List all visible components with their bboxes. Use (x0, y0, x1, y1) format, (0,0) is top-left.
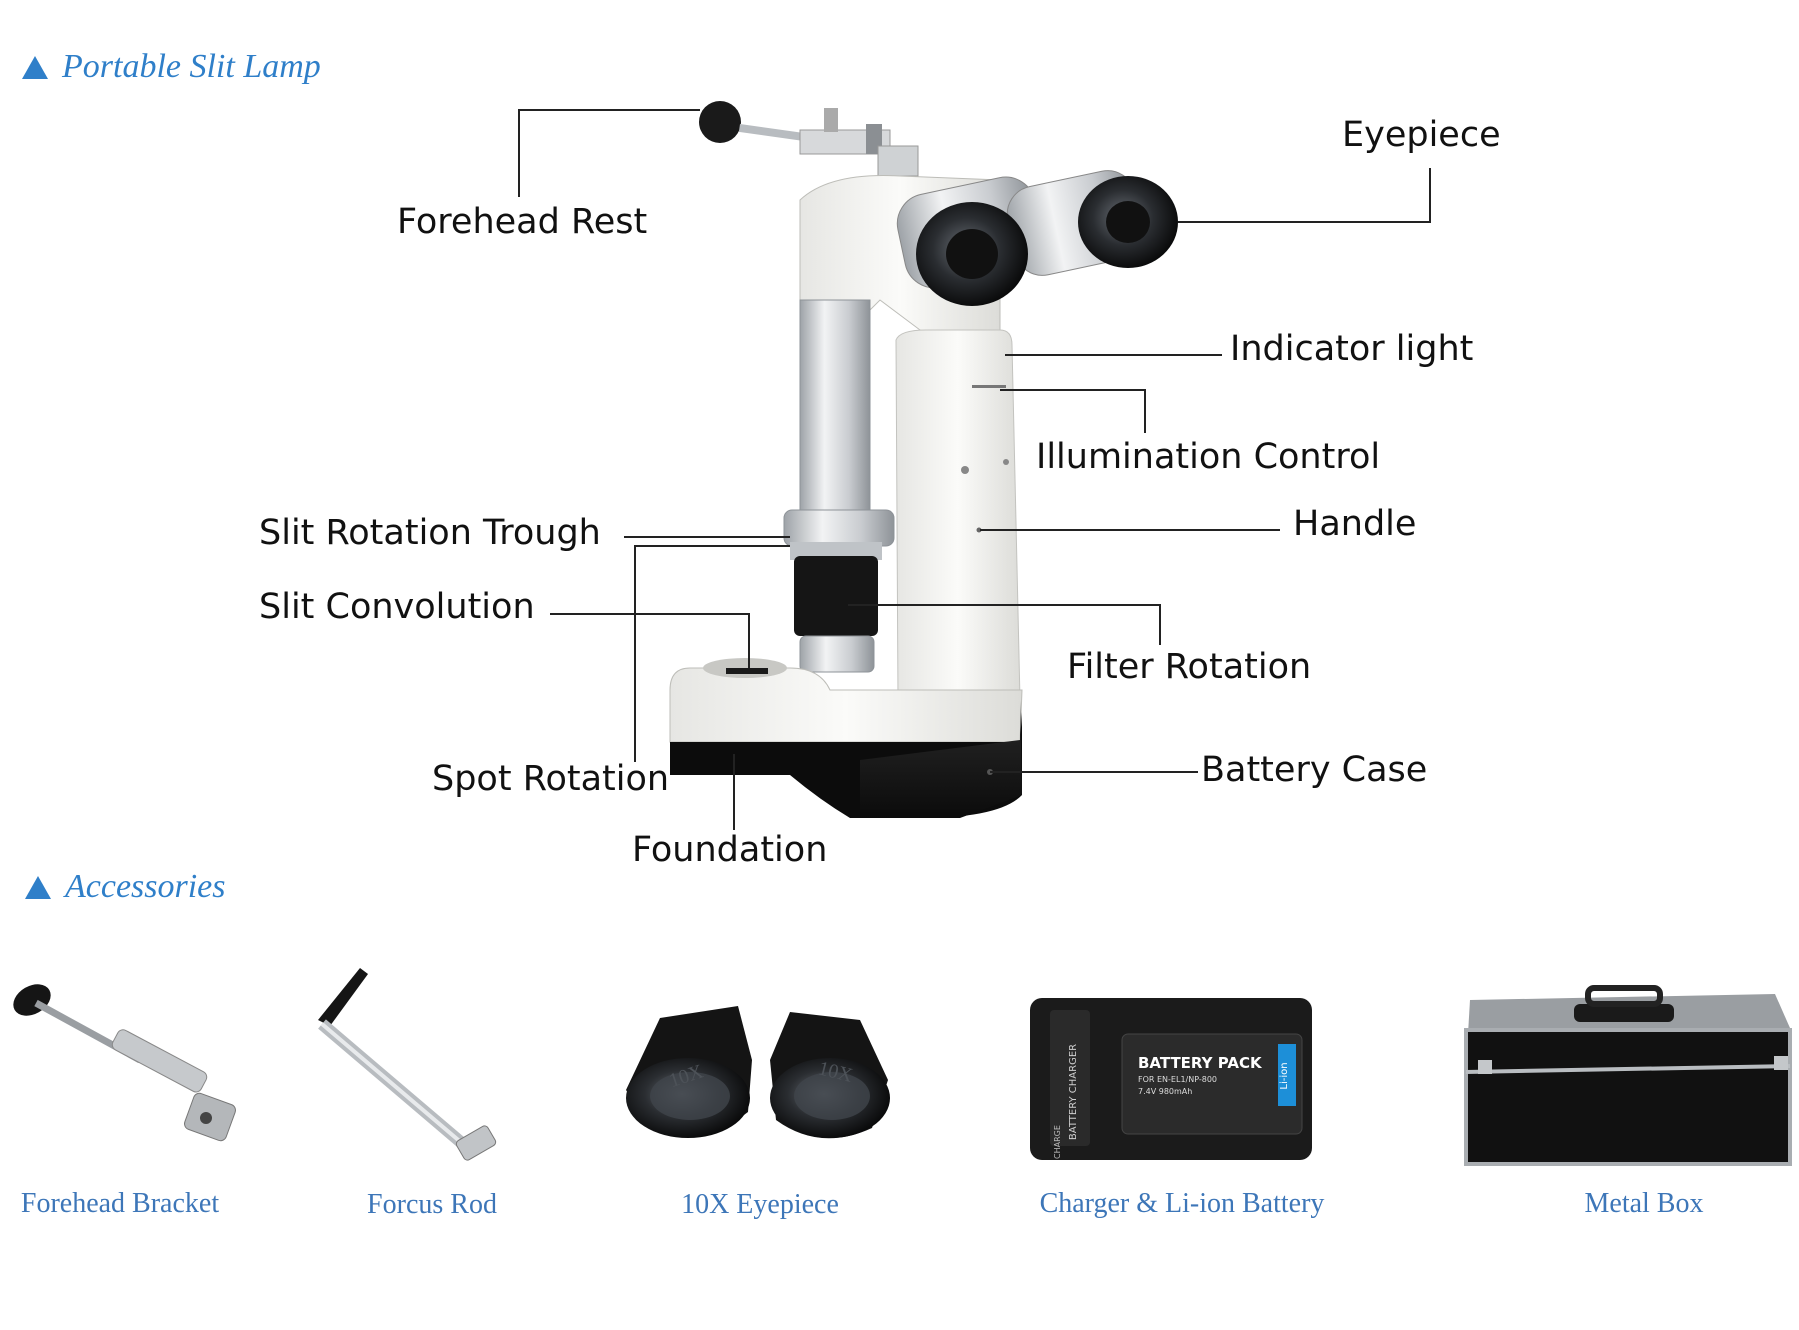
callout-indicator-light: Indicator light (1230, 329, 1474, 369)
forehead-rest-part (699, 101, 919, 177)
caption-10x-eyepiece: 10X Eyepiece (681, 1189, 839, 1220)
caption-metal-box: Metal Box (1584, 1188, 1704, 1219)
leader-spot-rotation (634, 545, 790, 762)
leader-lines (518, 109, 1431, 830)
callout-eyepiece: Eyepiece (1342, 115, 1501, 155)
leader-forehead-rest (518, 109, 700, 197)
metal-box-image (1464, 985, 1792, 1166)
eyepiece-10x-image: 10X 10X (626, 1006, 890, 1139)
upper-housing-part (799, 170, 1178, 341)
charger-side-text: BATTERY CHARGER (1068, 1044, 1079, 1140)
heading-accessories: Accessories (25, 868, 226, 906)
heading-text: Accessories (65, 868, 226, 905)
callout-foundation: Foundation (632, 830, 828, 870)
callout-spot-rotation: Spot Rotation (432, 759, 670, 799)
callout-battery-case: Battery Case (1201, 750, 1428, 790)
battery-line-1: FOR EN-EL1/NP-800 (1138, 1075, 1217, 1084)
callout-slit-rotation-trough: Slit Rotation Trough (259, 513, 601, 553)
heading-portable-slit-lamp: Portable Slit Lamp (22, 48, 321, 86)
caption-forehead-bracket: Forehead Bracket (20, 1188, 220, 1219)
charger-charge-text: CHARGE (1053, 1125, 1062, 1159)
foundation-part (669, 658, 1023, 818)
leader-illumination-control (1000, 389, 1146, 433)
battery-pack-title: BATTERY PACK (1138, 1054, 1263, 1072)
leader-filter-rotation (848, 604, 1161, 645)
charger-battery-image: BATTERY CHARGER CHARGE Li-ion BATTERY PA… (1030, 998, 1312, 1160)
forehead-bracket-image (13, 984, 236, 1142)
caption-focus-rod: Forcus Rod (367, 1189, 497, 1220)
leader-slit-convolution (550, 613, 750, 668)
triangle-bullet-icon (25, 875, 51, 899)
caption-charger-battery: Charger & Li-ion Battery (1039, 1188, 1325, 1219)
callout-slit-convolution: Slit Convolution (259, 587, 535, 627)
leader-eyepiece (1178, 168, 1431, 223)
battery-line-2: 7.4V 980mAh (1138, 1087, 1192, 1096)
column-part (783, 299, 895, 673)
battery-li-ion-text: Li-ion (1279, 1062, 1290, 1089)
callout-handle: Handle (1293, 504, 1417, 544)
callout-illumination-control: Illumination Control (1036, 437, 1381, 477)
callout-filter-rotation: Filter Rotation (1067, 647, 1312, 687)
focus-rod-image (318, 968, 497, 1161)
heading-text: Portable Slit Lamp (62, 48, 321, 85)
handle-part (895, 329, 1021, 701)
triangle-bullet-icon (22, 55, 48, 79)
callout-forehead-rest: Forehead Rest (397, 202, 648, 242)
